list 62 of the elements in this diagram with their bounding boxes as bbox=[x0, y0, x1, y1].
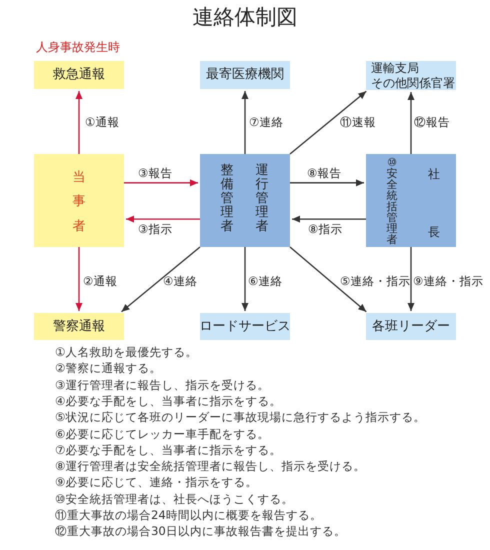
arrow bbox=[121, 246, 200, 312]
node-text: 各班リーダー bbox=[372, 318, 450, 334]
node-caption: 人身事故発生時 bbox=[36, 41, 120, 55]
role-box bbox=[200, 154, 290, 247]
contact-box bbox=[366, 61, 456, 90]
edge-label: ③報告 bbox=[138, 167, 172, 180]
note-text: ⑩安全統括管理者は、社長へほうこくする。 bbox=[55, 492, 294, 506]
arrow bbox=[76, 91, 82, 154]
node-text: 最寄医療機関 bbox=[206, 67, 284, 83]
contact-box bbox=[200, 61, 290, 89]
note-text: ⑫重大事故の場合30日以内に事故報告書を提出する。 bbox=[55, 525, 346, 539]
note-text: ⑥必要に応じてレッカー車手配をする。 bbox=[55, 428, 270, 441]
contact-box bbox=[34, 61, 124, 89]
diagram-title: 連絡体制図 bbox=[192, 5, 298, 30]
contact-box bbox=[366, 313, 456, 340]
node-text: 警察通報 bbox=[53, 318, 105, 334]
node-text: 長 bbox=[428, 226, 440, 238]
edge-label: ⑪速報 bbox=[340, 116, 376, 130]
edge-label: ⑧報告 bbox=[307, 167, 342, 180]
node-text: その他関係官署 bbox=[371, 76, 455, 90]
arrow bbox=[292, 216, 366, 223]
contact-box bbox=[34, 313, 124, 340]
edge-label: ⑨連絡・指示 bbox=[413, 275, 484, 288]
edge-label: ②通報 bbox=[83, 275, 118, 288]
note-text: ⑨必要に応じて、連絡・指示をする。 bbox=[55, 476, 258, 490]
contact-box bbox=[200, 313, 290, 340]
node-text: ロードサービス bbox=[200, 318, 290, 334]
arrow bbox=[290, 179, 364, 186]
note-text: ①人名救助を最優先する。 bbox=[55, 346, 198, 360]
edge-label: ⑫報告 bbox=[414, 116, 450, 130]
note-text: ⑧運行管理者は安全統括管理者に報告し、指示を受ける。 bbox=[55, 460, 366, 474]
arrow bbox=[124, 179, 198, 186]
note-text: ④必要な手配をし、当事者に指示をする。 bbox=[55, 394, 282, 408]
node-text: 整備管理者 bbox=[220, 164, 234, 232]
arrow bbox=[126, 216, 200, 223]
note-text: ⑪重大事故の場合24時間以内に概要を報告する。 bbox=[55, 509, 322, 522]
edge-label: ③指示 bbox=[138, 223, 172, 236]
edge-label: ⑥連絡 bbox=[248, 275, 282, 288]
edge-label: ④連絡 bbox=[163, 275, 198, 288]
arrow bbox=[242, 247, 248, 311]
node-text: 救急通報 bbox=[53, 67, 105, 83]
node-text: 社 bbox=[428, 168, 440, 180]
edge-label: ⑦連絡 bbox=[249, 116, 284, 130]
note-text: ⑦必要な手配をし、当事者に指示をする。 bbox=[55, 444, 282, 458]
arrow bbox=[408, 247, 414, 311]
node-text: ⑩安全統括管理者 bbox=[386, 156, 398, 244]
edge-label: ⑧指示 bbox=[308, 223, 342, 236]
arrow bbox=[76, 247, 82, 311]
arrow bbox=[408, 92, 414, 154]
arrow bbox=[290, 90, 367, 154]
note-text: ②警察に通報する。 bbox=[55, 362, 162, 376]
node-text: 運行管理者 bbox=[256, 164, 268, 232]
arrow bbox=[242, 91, 248, 154]
edge-label: ⑤連絡・指示 bbox=[340, 275, 410, 288]
role-box bbox=[34, 154, 124, 247]
note-text: ⑤状況に応じて各班のリーダーに事故現場に急行するよう指示する。 bbox=[55, 411, 426, 425]
note-text: ③運行管理者に報告し、指示を受ける。 bbox=[55, 378, 270, 392]
node-text: 運輸支局 bbox=[371, 61, 419, 76]
arrow bbox=[290, 246, 367, 312]
role-box bbox=[366, 154, 456, 247]
edge-label: ①通報 bbox=[85, 116, 120, 130]
node-text: 当事者 bbox=[72, 170, 86, 232]
